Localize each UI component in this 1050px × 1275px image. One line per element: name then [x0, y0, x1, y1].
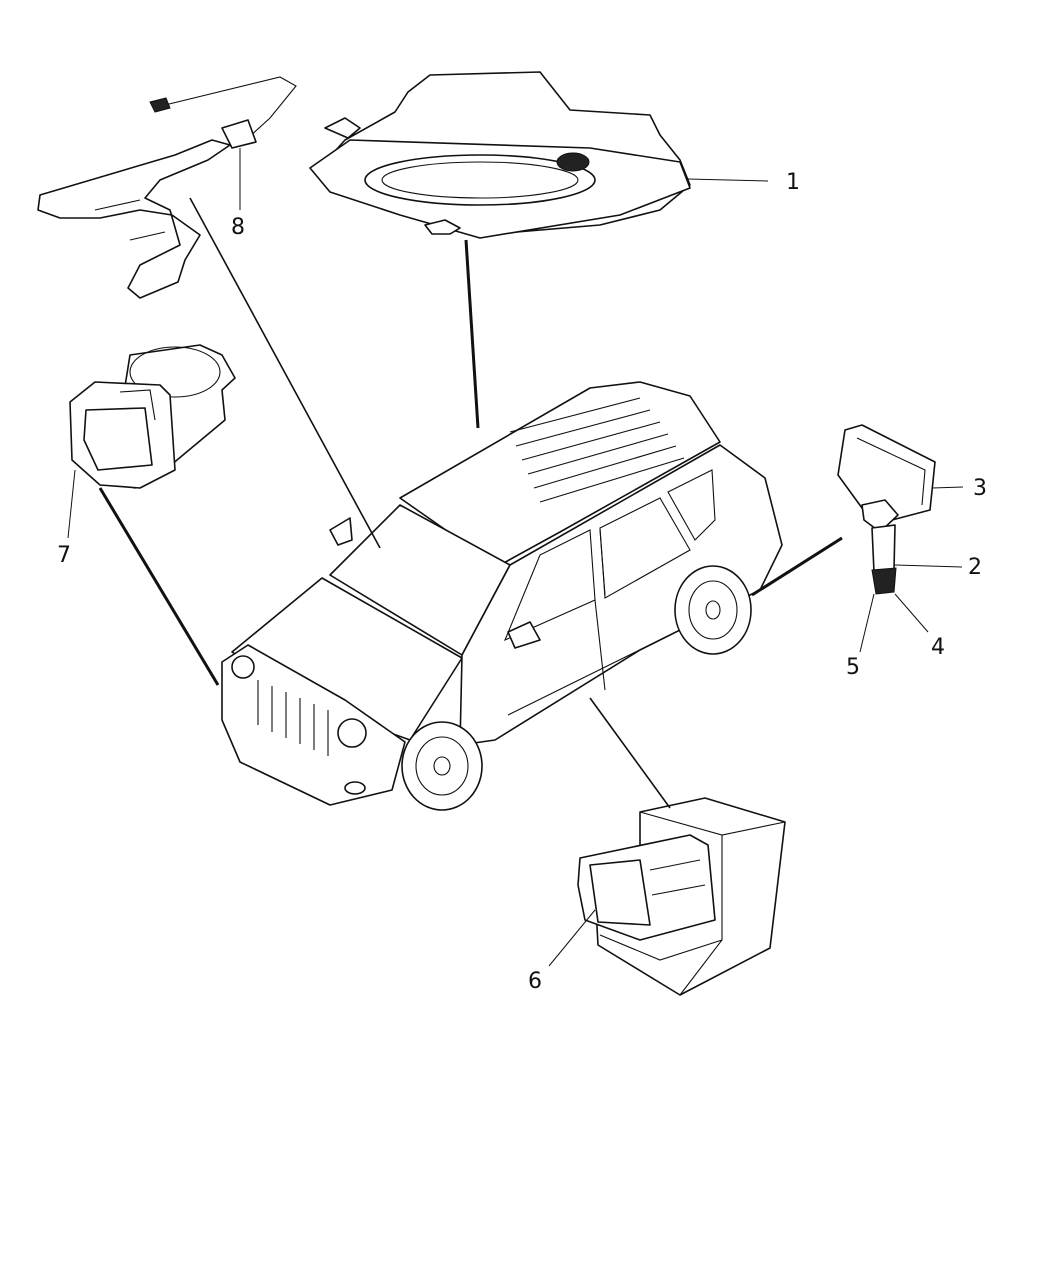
line-door-antenna-to-door [589, 697, 671, 809]
callout-5: 5 [846, 655, 860, 680]
line-antenna-to-windshield [189, 197, 381, 549]
leader-lines [67, 148, 964, 967]
callout-4: 4 [931, 635, 945, 660]
line-console-to-roof [464, 239, 480, 429]
line-tpms-to-wheel [751, 536, 843, 597]
callout-7: 7 [57, 543, 71, 568]
callouts: 1 2 3 4 5 6 7 8 [57, 170, 987, 994]
overhead-console [309, 71, 691, 239]
rear-wheel [674, 565, 752, 655]
front-sensor [69, 344, 236, 489]
tpms-sensor-assembly [837, 424, 936, 595]
grille-slats [257, 680, 329, 756]
vehicle-illustration [221, 381, 783, 811]
line-sensor-to-front [98, 487, 220, 686]
front-wheel [401, 721, 483, 811]
roof-slats [509, 397, 685, 503]
windshield-antenna [37, 76, 297, 299]
connector-lines [98, 197, 843, 809]
callout-2: 2 [968, 555, 982, 580]
callout-6: 6 [528, 969, 542, 994]
callout-1: 1 [786, 170, 800, 195]
callout-3: 3 [973, 476, 987, 501]
callout-8: 8 [231, 215, 245, 240]
door-antenna [577, 797, 786, 996]
